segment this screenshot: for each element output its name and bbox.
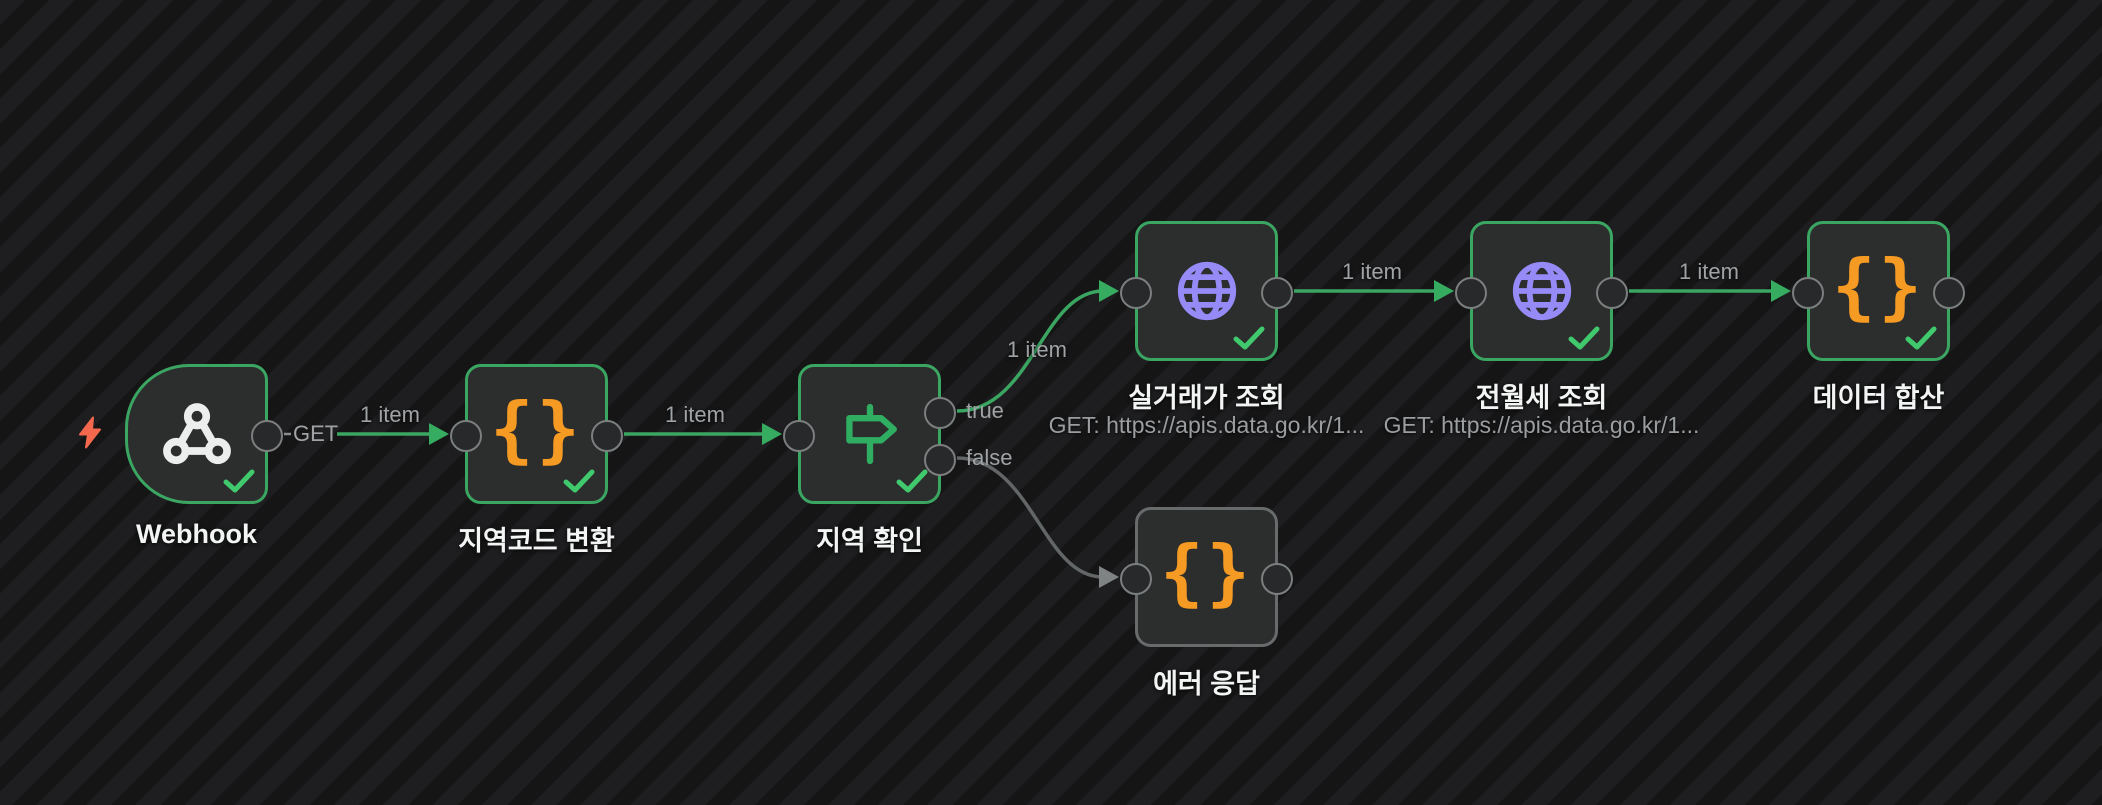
node-if-region-check[interactable]: 지역 확인 — [783, 364, 956, 556]
node-title: 에러 응답 — [1153, 669, 1260, 699]
arrowhead-icon — [1099, 566, 1119, 588]
connection-label: 1 item — [1007, 337, 1067, 362]
code-braces-icon: {} — [1160, 530, 1253, 614]
output-port[interactable] — [591, 419, 623, 452]
connection-label: 1 item — [665, 402, 725, 427]
connection-if-false-to-error[interactable] — [956, 456, 1119, 588]
node-subtitle: GET: https://apis.data.go.kr/1... — [1383, 412, 1700, 438]
connection-http1-to-http2[interactable] — [1294, 280, 1454, 302]
arrowhead-icon — [1771, 280, 1791, 302]
node-code-data-sum[interactable]: {} 데이터 합산 — [1792, 221, 1965, 413]
node-subtitle: GET: https://apis.data.go.kr/1... — [1048, 412, 1365, 438]
globe-icon — [1512, 261, 1571, 321]
output-port[interactable] — [1596, 276, 1628, 309]
webhook-icon — [162, 403, 231, 465]
webhook-output-method-label: GET — [293, 421, 339, 446]
if-true-output-label: true — [966, 398, 1004, 423]
node-http-rent-lookup[interactable]: 전월세 조회 GET: https://apis.data.go.kr/1... — [1384, 221, 1699, 438]
output-port[interactable] — [251, 419, 283, 452]
output-port-false[interactable] — [924, 443, 956, 476]
input-port[interactable] — [783, 419, 815, 452]
arrowhead-icon — [429, 423, 449, 445]
output-port[interactable] — [1933, 276, 1965, 309]
connection-label: 1 item — [360, 402, 420, 427]
node-title: 전월세 조회 — [1475, 383, 1608, 413]
node-title: Webhook — [136, 519, 257, 549]
output-port[interactable] — [1261, 276, 1293, 309]
input-port[interactable] — [1120, 562, 1152, 595]
code-braces-icon: {} — [490, 387, 583, 471]
success-check-icon — [896, 469, 928, 493]
node-title: 지역 확인 — [816, 526, 923, 556]
code-braces-icon: {} — [1832, 244, 1925, 328]
signpost-icon — [845, 403, 897, 465]
success-check-icon — [1568, 326, 1600, 350]
input-port[interactable] — [450, 419, 482, 452]
input-port[interactable] — [1120, 276, 1152, 309]
connection-http2-to-code2[interactable] — [1629, 280, 1791, 302]
success-check-icon — [1905, 326, 1937, 350]
node-code-region-convert[interactable]: {} 지역코드 변환 — [450, 364, 623, 556]
success-check-icon — [563, 469, 595, 493]
connection-label: 1 item — [1342, 259, 1402, 284]
success-check-icon — [1233, 326, 1265, 350]
arrowhead-icon — [1099, 280, 1119, 302]
connection-code1-to-if[interactable] — [624, 423, 782, 445]
connection-if-true-to-http1[interactable] — [956, 280, 1119, 413]
connection-label: 1 item — [1679, 259, 1739, 284]
globe-icon — [1177, 261, 1236, 321]
if-false-output-label: false — [966, 445, 1013, 470]
success-check-icon — [223, 469, 255, 493]
node-http-sales-price[interactable]: 실거래가 조회 GET: https://apis.data.go.kr/1..… — [1049, 221, 1364, 438]
node-title: 데이터 합산 — [1812, 383, 1945, 413]
input-port[interactable] — [1792, 276, 1824, 309]
input-port[interactable] — [1455, 276, 1487, 309]
output-port[interactable] — [1261, 562, 1293, 595]
arrowhead-icon — [762, 423, 782, 445]
arrowhead-icon — [1434, 280, 1454, 302]
lightning-bolt-icon — [79, 416, 101, 449]
node-title: 실거래가 조회 — [1128, 383, 1285, 413]
node-webhook[interactable]: Webhook — [125, 364, 283, 549]
node-code-error-response[interactable]: {} 에러 응답 — [1120, 507, 1293, 699]
node-title: 지역코드 변환 — [458, 526, 615, 556]
connection-webhook-to-code1[interactable] — [337, 423, 449, 445]
output-port-true[interactable] — [924, 396, 956, 429]
